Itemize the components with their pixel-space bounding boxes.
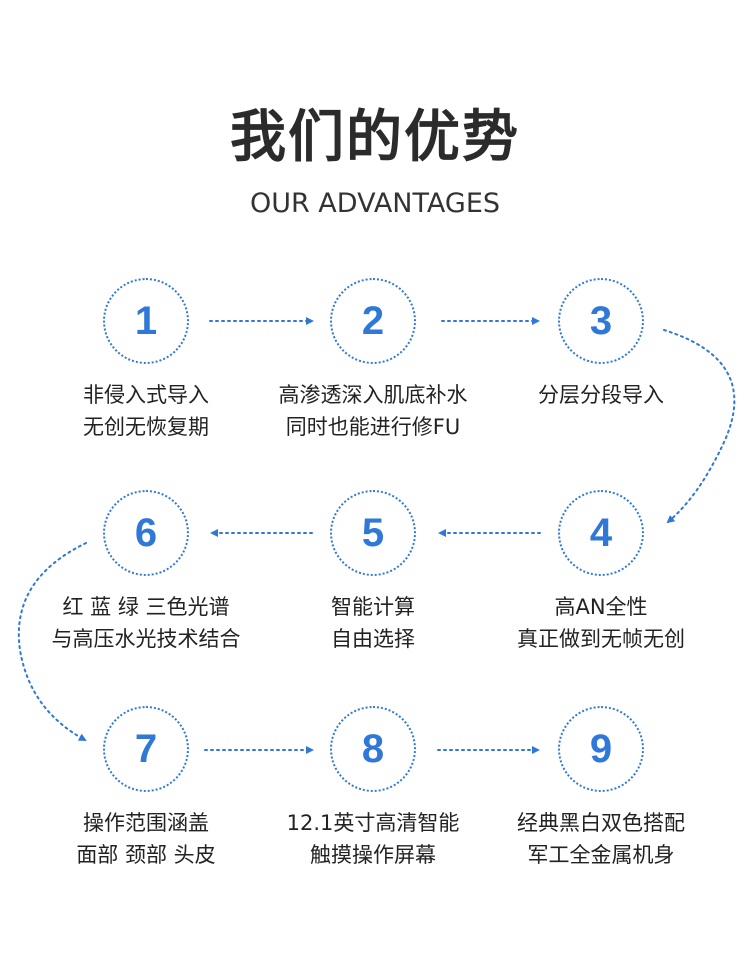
step-7-label: 操作范围涵盖 面部 颈部 头皮 bbox=[21, 807, 271, 871]
step-9-line2: 军工全金属机身 bbox=[527, 843, 675, 867]
step-7-line1: 操作范围涵盖 bbox=[83, 811, 209, 835]
step-1-circle: 1 bbox=[103, 278, 189, 364]
step-6-line1: 红 蓝 绿 三色光谱 bbox=[62, 595, 230, 619]
step-4-line1: 高AN全性 bbox=[554, 595, 648, 619]
step-5-label: 智能计算 自由选择 bbox=[248, 591, 498, 655]
step-5-line1: 智能计算 bbox=[331, 595, 415, 619]
step-7-line2: 面部 颈部 头皮 bbox=[76, 843, 216, 867]
step-8-line1: 12.1英寸高清智能 bbox=[286, 811, 460, 835]
step-1-label: 非侵入式导入 无创无恢复期 bbox=[21, 379, 271, 443]
step-4-circle: 4 bbox=[558, 490, 644, 576]
step-6-line2: 与高压水光技术结合 bbox=[51, 627, 241, 651]
step-8-label: 12.1英寸高清智能 触摸操作屏幕 bbox=[248, 807, 498, 871]
step-8-circle: 8 bbox=[330, 706, 416, 792]
step-6-circle: 6 bbox=[103, 490, 189, 576]
step-9-label: 经典黑白双色搭配 军工全金属机身 bbox=[476, 807, 726, 871]
page-subtitle: OUR ADVANTAGES bbox=[249, 188, 501, 219]
step-3-label: 分层分段导入 bbox=[476, 379, 726, 411]
step-1-line1: 非侵入式导入 bbox=[83, 383, 209, 407]
step-1-line2: 无创无恢复期 bbox=[83, 415, 209, 439]
step-5-line2: 自由选择 bbox=[331, 627, 415, 651]
step-5-circle: 5 bbox=[330, 490, 416, 576]
step-6-label: 红 蓝 绿 三色光谱 与高压水光技术结合 bbox=[21, 591, 271, 655]
step-2-line2: 同时也能进行修FU bbox=[285, 415, 461, 439]
step-2-circle: 2 bbox=[330, 278, 416, 364]
step-7-circle: 7 bbox=[103, 706, 189, 792]
step-3-circle: 3 bbox=[558, 278, 644, 364]
step-9-line1: 经典黑白双色搭配 bbox=[517, 811, 685, 835]
step-4-line2: 真正做到无帧无创 bbox=[517, 627, 685, 651]
step-4-label: 高AN全性 真正做到无帧无创 bbox=[476, 591, 726, 655]
arrow-3-4 bbox=[663, 329, 736, 524]
step-9-circle: 9 bbox=[558, 706, 644, 792]
step-2-label: 高渗透深入肌底补水 同时也能进行修FU bbox=[248, 379, 498, 443]
page-title: 我们的优势 bbox=[230, 105, 520, 170]
step-3-line1: 分层分段导入 bbox=[538, 383, 664, 407]
step-2-line1: 高渗透深入肌底补水 bbox=[278, 383, 468, 407]
step-8-line2: 触摸操作屏幕 bbox=[310, 843, 436, 867]
